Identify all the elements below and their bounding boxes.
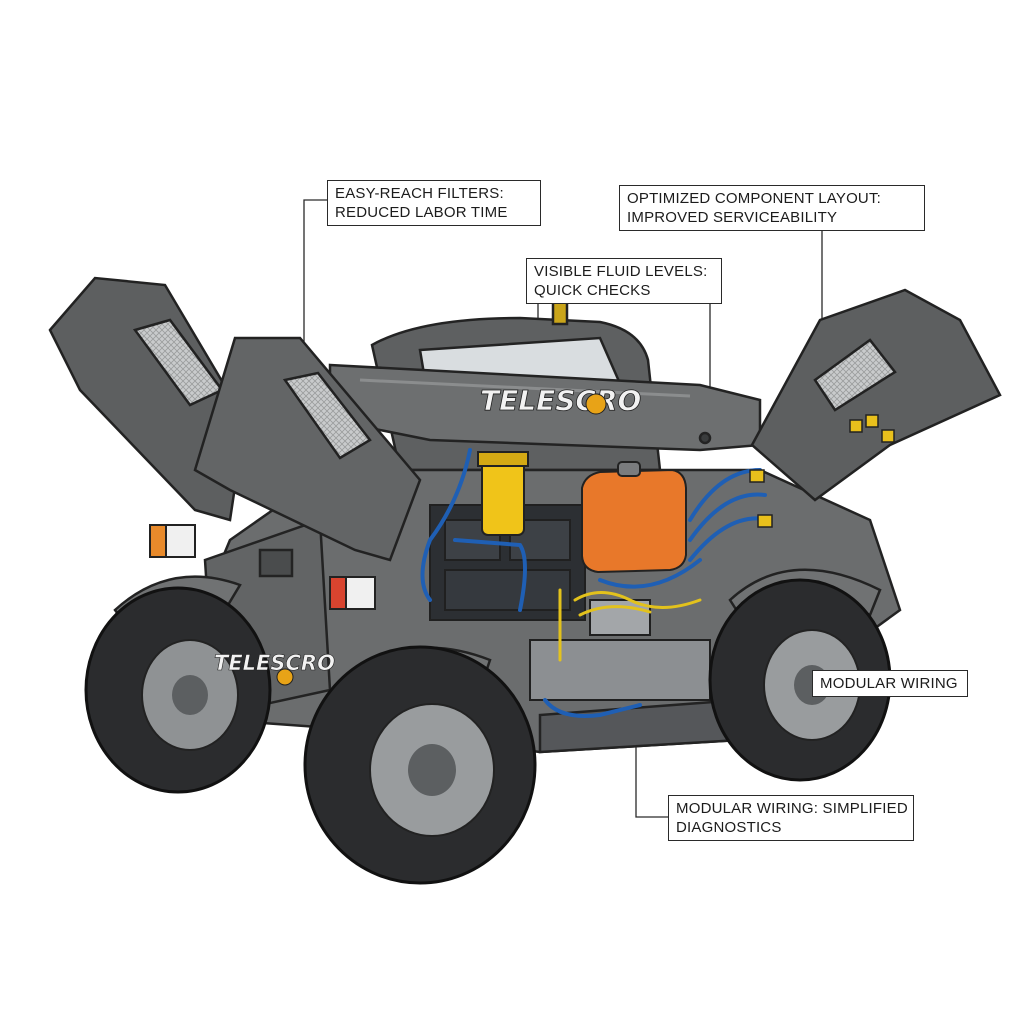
callout-filters-line1: EASY-REACH FILTERS:: [335, 185, 504, 202]
callout-visible-fluid-levels: VISIBLE FLUID LEVELS: QUICK CHECKS: [526, 258, 722, 304]
fluid-reservoir: [581, 461, 687, 574]
callout-modular-wiring-diagnostics: MODULAR WIRING: SIMPLIFIED DIAGNOSTICS: [668, 795, 914, 841]
callout-optimized-layout: OPTIMIZED COMPONENT LAYOUT: IMPROVED SER…: [619, 185, 925, 231]
callout-wiring-short-line1: MODULAR WIRING: [820, 675, 958, 692]
front-right-tire: [708, 578, 892, 782]
callout-wiring-long-line2: DIAGNOSTICS: [676, 819, 782, 836]
rear-logo-mark: [276, 668, 294, 686]
callout-fluid-line1: VISIBLE FLUID LEVELS:: [534, 263, 708, 280]
rear-left-tire: [84, 586, 272, 794]
callout-modular-wiring: MODULAR WIRING: [812, 670, 968, 697]
rear-lights: [149, 524, 376, 610]
callout-layout-line2: IMPROVED SERVICEABILITY: [627, 209, 838, 226]
front-left-tire: [303, 645, 537, 885]
callout-filters-line2: REDUCED LABOR TIME: [335, 204, 508, 221]
boom-logo-mark: [585, 393, 607, 415]
leader-filters: [303, 199, 327, 390]
callout-fluid-line2: QUICK CHECKS: [534, 282, 651, 299]
callout-wiring-long-line1: MODULAR WIRING: SIMPLIFIED: [676, 800, 908, 817]
side-panel-left-inner: [193, 336, 422, 562]
callout-easy-reach-filters: EASY-REACH FILTERS: REDUCED LABOR TIME: [327, 180, 541, 226]
boom-logo: TELESCRO: [480, 384, 641, 417]
rear-logo: TELESCRO: [214, 651, 335, 675]
fuel-filter: [477, 451, 529, 536]
side-panel-right: [750, 288, 1002, 502]
boom-arm: [328, 363, 762, 452]
engine-bay: [429, 504, 711, 701]
callout-layout-line1: OPTIMIZED COMPONENT LAYOUT:: [627, 190, 882, 207]
connector-block: [749, 414, 895, 528]
